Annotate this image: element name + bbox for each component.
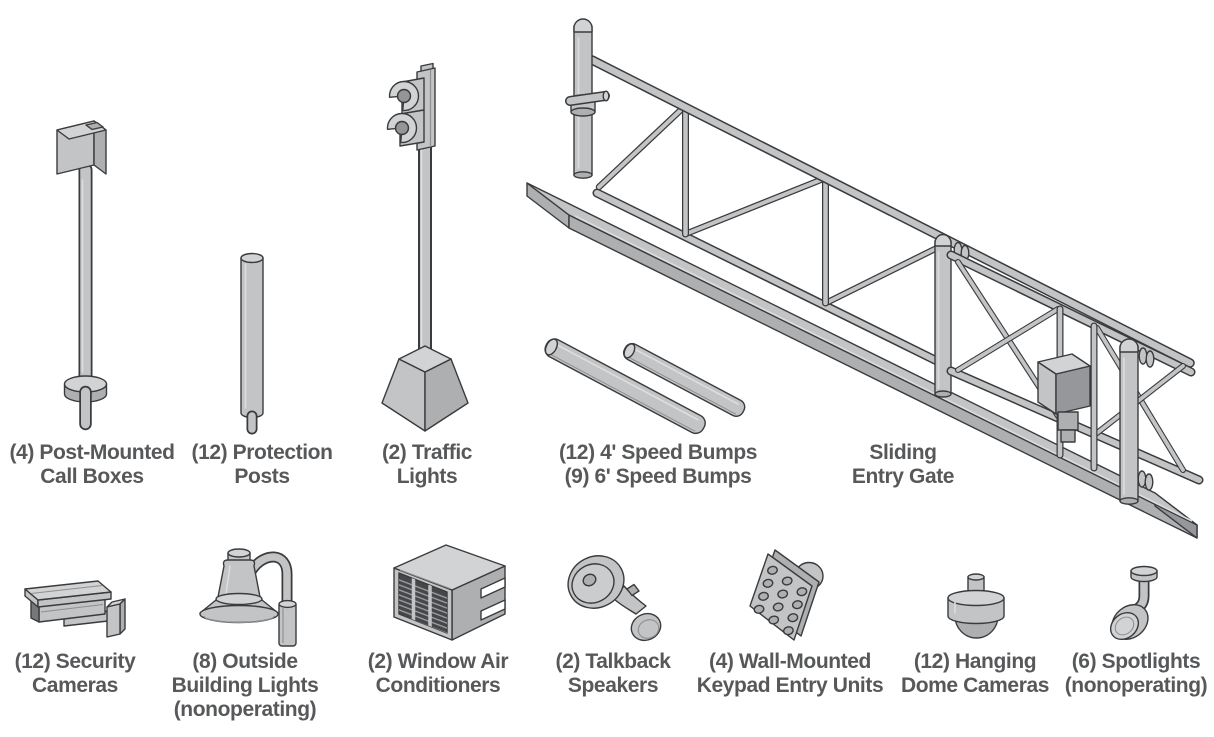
keypad-illustration xyxy=(749,549,824,641)
item-label-keypad-units: (4) Wall-Mounted Keypad Entry Units xyxy=(696,650,884,697)
item-label-security-cameras: (12) Security Cameras xyxy=(14,650,136,697)
window-ac-illustration xyxy=(393,544,506,641)
item-label-building-lights: (8) Outside Building Lights (nonoperatin… xyxy=(171,650,319,721)
talkback-speaker-illustration xyxy=(567,555,662,642)
traffic-light-illustration xyxy=(381,62,469,432)
item-label-sliding-entry-gate: Sliding Entry Gate xyxy=(851,441,955,488)
call-box-illustration xyxy=(56,120,108,431)
security-camera-illustration xyxy=(24,580,126,638)
sliding-entry-gate-illustration xyxy=(526,18,1204,539)
item-label-dome-cameras: (12) Hanging Dome Cameras xyxy=(900,650,1050,697)
item-label-call-boxes: (4) Post-Mounted Call Boxes xyxy=(9,441,175,488)
item-label-talkback-speakers: (2) Talkback Speakers xyxy=(555,650,671,697)
dome-camera-illustration xyxy=(947,573,1005,639)
speed-bumps-illustration xyxy=(544,338,746,435)
item-label-window-ac: (2) Window Air Conditioners xyxy=(367,650,509,697)
building-light-illustration xyxy=(199,548,297,647)
spotlight-illustration xyxy=(1109,565,1158,641)
item-label-speed-bumps: (12) 4' Speed Bumps (9) 6' Speed Bumps xyxy=(558,441,758,488)
item-label-spotlights: (6) Spotlights (nonoperating) xyxy=(1064,650,1208,697)
item-label-traffic-lights: (2) Traffic Lights xyxy=(381,441,473,488)
item-label-protection-posts: (12) Protection Posts xyxy=(191,441,333,488)
protection-post-illustration xyxy=(240,252,264,435)
